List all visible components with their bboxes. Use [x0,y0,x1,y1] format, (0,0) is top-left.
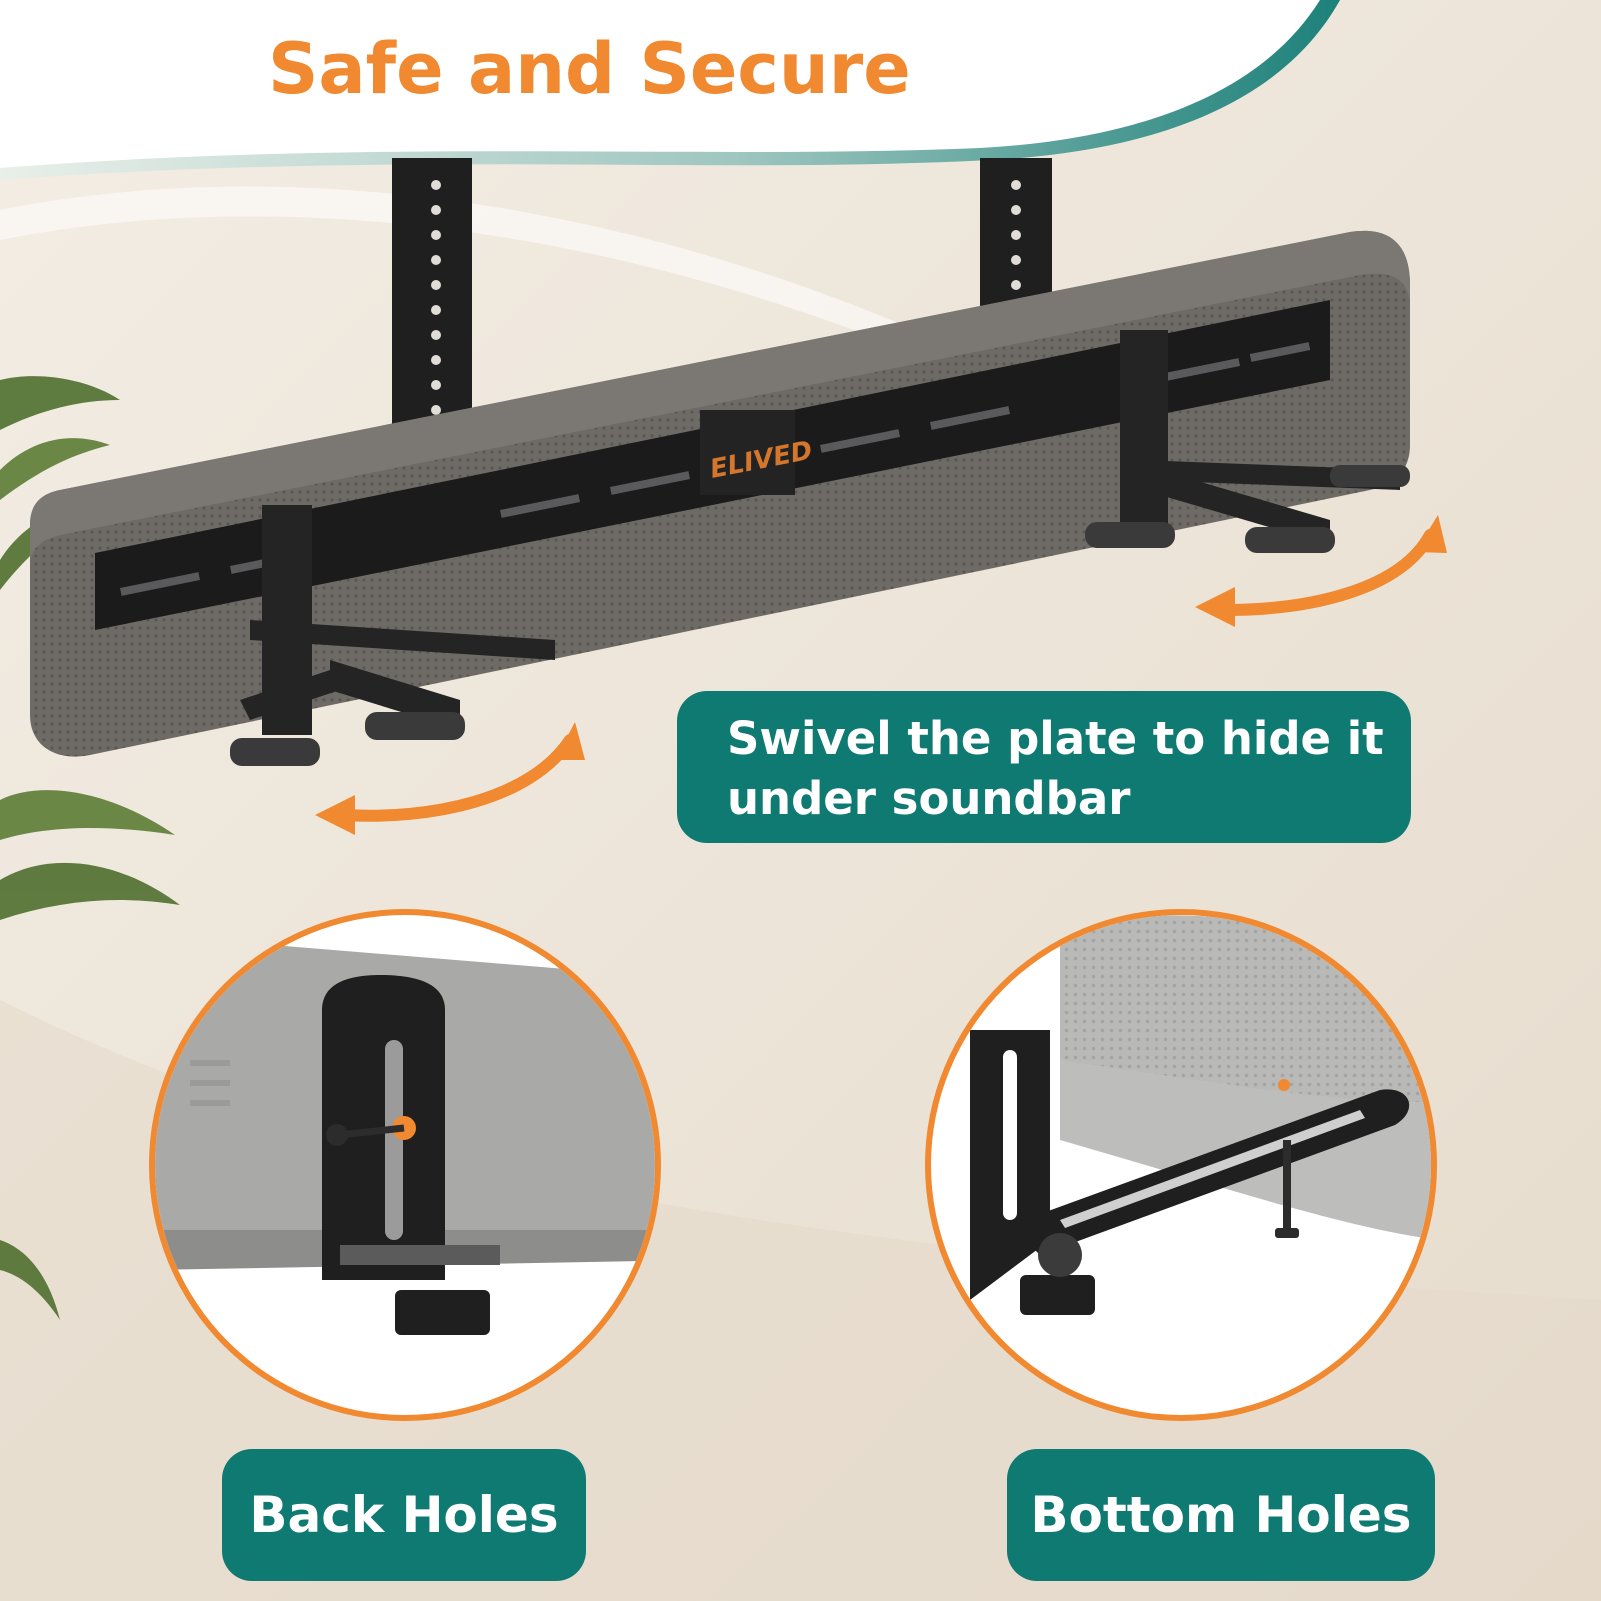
swivel-arrow-icon [339,734,576,822]
callout-line-1: Swivel the plate to hide it [727,712,1384,765]
bottom-holes-label: Bottom Holes [1007,1449,1435,1581]
swivel-callout: Swivel the plate to hide it under soundb… [677,691,1411,843]
swivel-arrow-icon [1219,529,1436,616]
back-holes-label: Back Holes [222,1449,586,1581]
mounting-plate [95,300,1330,630]
back-holes-detail [155,935,655,1335]
callout-line-2: under soundbar [727,772,1131,825]
bottom-holes-detail [970,915,1431,1315]
right-bracket [1085,330,1410,553]
page-title: Safe and Secure [268,28,911,110]
left-bracket [230,505,555,766]
